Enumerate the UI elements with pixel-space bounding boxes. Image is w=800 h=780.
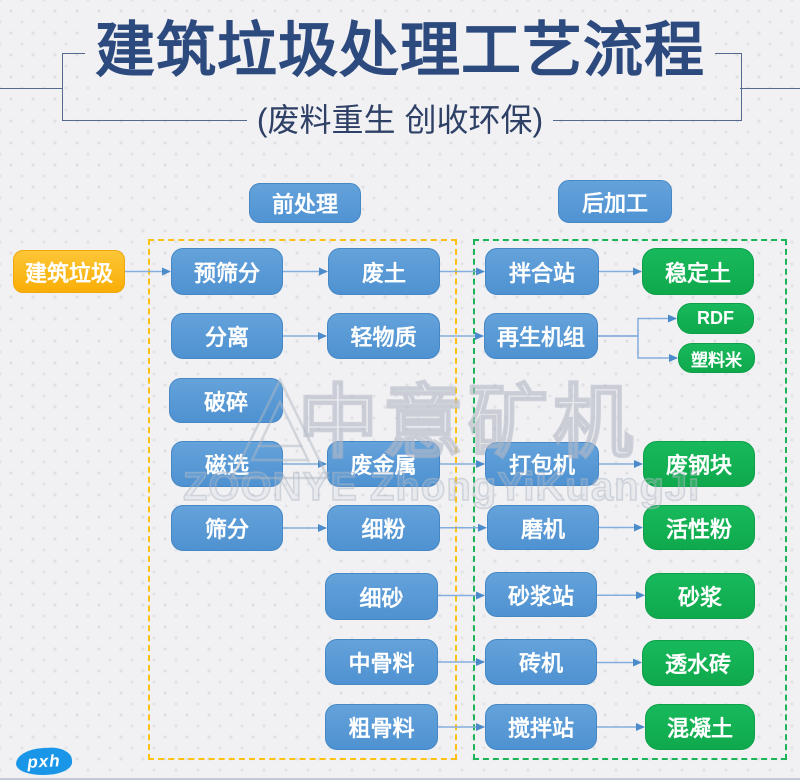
bottom-divider: [0, 778, 800, 780]
flow-node-shajiangzhan: 砂浆站: [485, 572, 597, 617]
flow-node-posui: 破碎: [169, 378, 283, 423]
page-subtitle-text: (废料重生 创收环保): [246, 102, 554, 138]
flow-node-shaifen: 筛分: [171, 505, 283, 551]
pxh-logo-label: pxh: [26, 750, 62, 772]
flow-node-feigangkuai: 废钢块: [643, 441, 755, 487]
flow-node-source: 建筑垃圾: [13, 250, 125, 293]
section-header-post: 后加工: [558, 180, 672, 223]
post-processing-container: [473, 239, 787, 760]
flow-node-toushuizhuan: 透水砖: [642, 640, 754, 686]
flow-node-shajiang: 砂浆: [645, 573, 755, 619]
section-header-pre: 前处理: [249, 183, 361, 223]
flow-node-xisha: 细砂: [325, 573, 438, 620]
section-header-post-label: 后加工: [581, 190, 648, 216]
flow-node-zhuanji: 砖机: [485, 639, 597, 685]
flow-node-zaisheng: 再生机组: [484, 313, 598, 359]
flow-node-moji: 磨机: [487, 505, 599, 550]
page-title-text: 建筑垃圾处理工艺流程: [85, 17, 715, 84]
flow-node-zhonggu: 中骨料: [325, 639, 438, 685]
section-header-pre-label: 前处理: [271, 192, 338, 217]
flow-node-dabaoji: 打包机: [485, 442, 599, 486]
flow-node-huoxingfen: 活性粉: [643, 505, 755, 550]
flow-arrow-zaisheng-suliaomi: [598, 335, 678, 362]
flow-node-futu: 废土: [328, 248, 440, 295]
flow-node-feijinshu: 废金属: [327, 441, 440, 487]
flow-node-rdf: RDF: [677, 303, 754, 334]
pre-processing-container: [148, 239, 457, 760]
flow-node-yushaifen: 预筛分: [171, 248, 283, 295]
flow-node-fenli: 分离: [171, 313, 283, 359]
flow-node-banhezhan: 拌合站: [485, 248, 599, 295]
flow-node-qingwuzhi: 轻物质: [327, 313, 440, 359]
title-rule-right: [740, 88, 800, 89]
page-subtitle: (废料重生 创收环保): [0, 97, 800, 143]
page-title: 建筑垃圾处理工艺流程: [0, 6, 800, 96]
flow-node-wendingtu: 稳定土: [642, 248, 754, 295]
flow-node-xifen: 细粉: [327, 505, 440, 551]
flow-node-hunningtu: 混凝土: [645, 704, 755, 750]
flow-node-jiaobanzhan: 搅拌站: [485, 704, 597, 750]
flow-node-cixuan: 磁选: [171, 441, 283, 487]
title-rule-left: [0, 88, 62, 89]
flow-node-cugu: 粗骨料: [325, 704, 438, 750]
flow-arrow-zaisheng-rdf: [598, 314, 677, 337]
flow-node-suliaomi: 塑料米: [678, 343, 755, 373]
